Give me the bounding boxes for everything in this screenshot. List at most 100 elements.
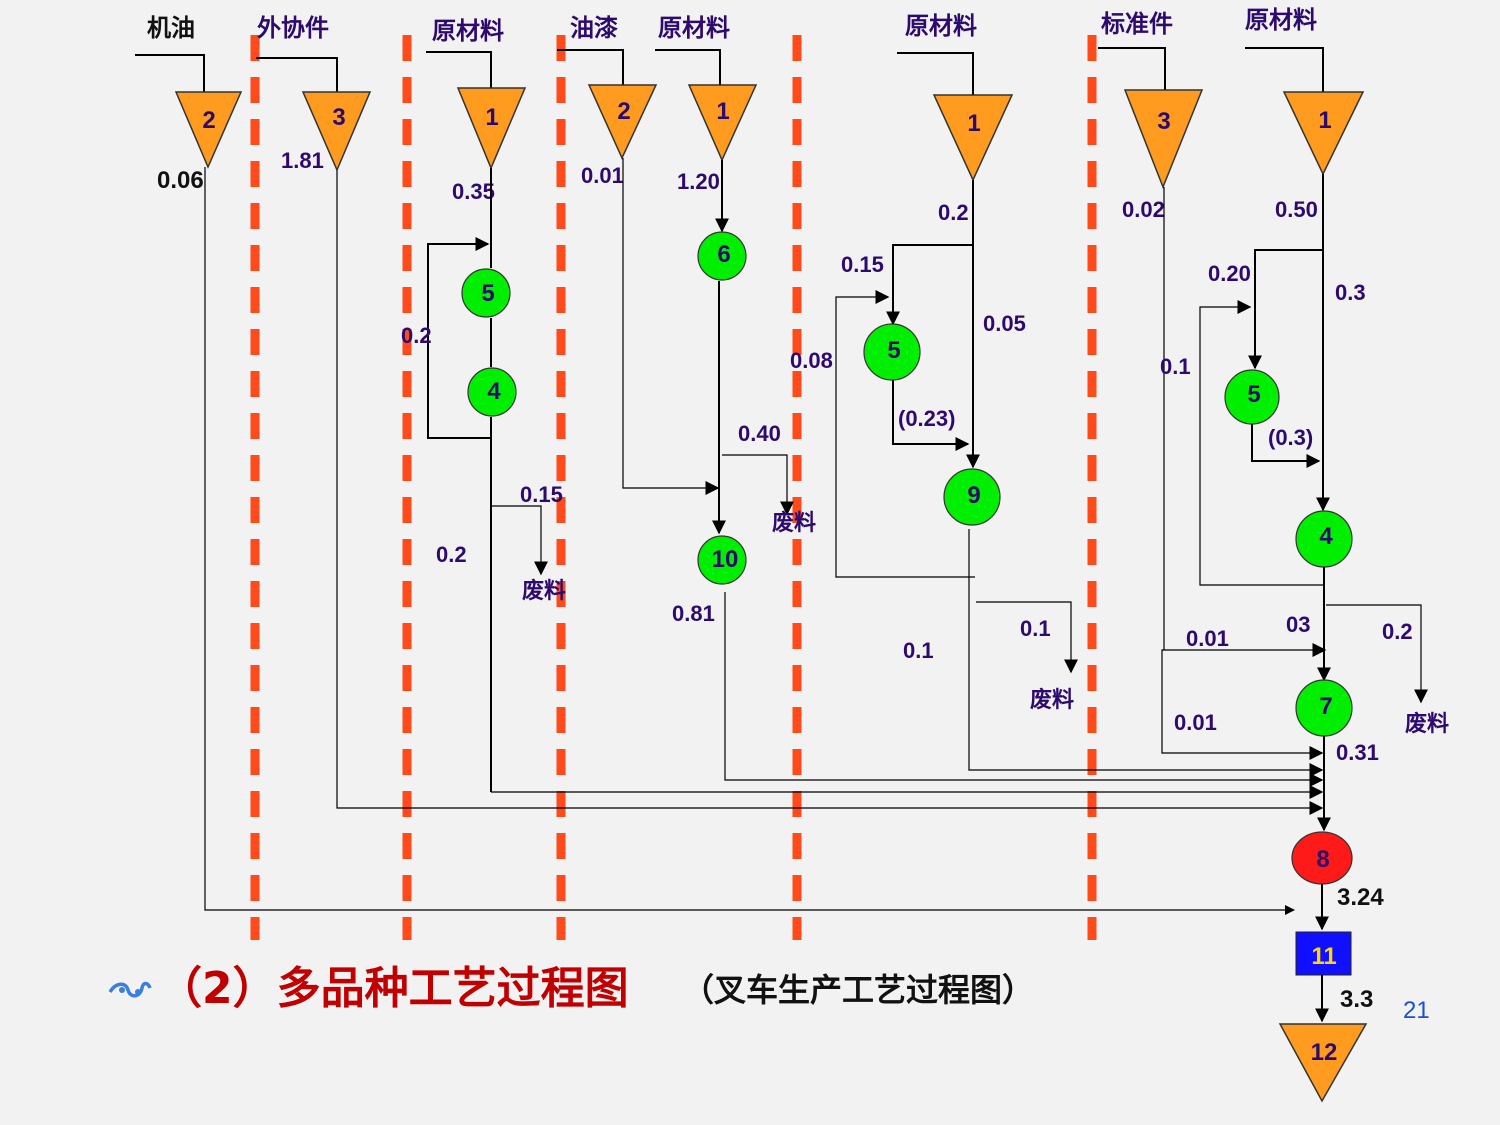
node-number: 6: [717, 241, 730, 268]
node-number: 4: [1319, 523, 1333, 550]
column-paint: 油漆 2 0.01: [557, 14, 720, 495]
branch-qty: 0.15: [841, 252, 884, 277]
waste-label: 废料: [1405, 711, 1449, 737]
rework-loop: [1199, 300, 1324, 586]
flow-line: [204, 167, 1295, 915]
to-op7-qty: 0.01: [1186, 626, 1229, 651]
to-assembly-qty: 0.01: [1174, 710, 1217, 735]
rework-loop: [427, 237, 492, 439]
flow-line: [622, 158, 720, 495]
operation-node: [697, 535, 747, 585]
branch-flow: [886, 244, 973, 326]
loop-qty: 0.08: [790, 348, 833, 373]
storage-node: [174, 91, 243, 169]
waste-branch: [976, 601, 1078, 674]
storage-node: [456, 87, 527, 170]
operation-node: [943, 468, 1001, 526]
node-number: 5: [887, 337, 900, 364]
waste-branch: [1326, 604, 1428, 704]
header-raw-material: 原材料: [658, 14, 730, 42]
node-number: 4: [487, 378, 501, 405]
out-qty: 0.31: [1336, 740, 1379, 765]
waste-branch: [491, 505, 548, 576]
flow-line: [892, 380, 970, 451]
out-qty: 0.1: [903, 638, 934, 663]
header-raw-material: 原材料: [905, 12, 977, 40]
qty-label: 1.20: [677, 169, 720, 194]
operation-node: [461, 268, 511, 318]
after-op-qty: (0.3): [1268, 425, 1313, 450]
straight-qty: 0.3: [1335, 280, 1366, 305]
operation-node: [697, 231, 747, 281]
node-number: 8: [1316, 846, 1329, 873]
storage-node: [932, 94, 1014, 182]
out-qty: 0.81: [672, 601, 715, 626]
caption-title: （2）多品种工艺过程图: [158, 963, 629, 1014]
storage-node: [687, 84, 758, 162]
waste-qty: 0.40: [738, 421, 781, 446]
waste-label: 废料: [522, 578, 566, 604]
waste-label: 废料: [772, 510, 816, 536]
inspection-node: [1295, 931, 1352, 976]
node-number: 1: [716, 98, 729, 125]
header-oil: 机油: [147, 14, 195, 42]
after-op-qty: (0.23): [898, 406, 955, 431]
branch-qty: 0.20: [1208, 261, 1251, 286]
storage-node: [301, 91, 372, 172]
caption-subtitle: （叉车生产工艺过程图）: [682, 971, 1034, 1009]
assembly-out-qty: 3.24: [1337, 884, 1384, 911]
column-raw-material-1: 原材料 1 0.35 5 4 0.2 0.15 废料 0.2: [401, 17, 1324, 799]
node-number: 11: [1311, 943, 1336, 970]
flow-line: [724, 592, 1324, 787]
waste-qty: 0.15: [520, 482, 563, 507]
qty-label: 0.2: [938, 200, 969, 225]
node-number: 3: [332, 104, 345, 131]
qty-label: 0.06: [157, 167, 204, 194]
loop-qty: 0.1: [1160, 354, 1191, 379]
column-raw-material-4: 原材料 1 0.50 0.20 0.3 5 (0.3) 4 0.1 03 0.2…: [1160, 6, 1449, 832]
straight-qty: 0.05: [983, 311, 1026, 336]
qty-label: 0.35: [452, 179, 495, 204]
header-paint: 油漆: [570, 14, 618, 42]
column-dividers: [250, 35, 1097, 940]
column-standard-parts: 标准件 3 0.02 0.01 0.01: [1098, 10, 1327, 760]
node-number: 1: [967, 110, 980, 137]
rework-loop: [835, 290, 975, 578]
node-number: 1: [485, 104, 498, 131]
column-raw-material-2: 原材料 1 1.20 6 10 0.40 废料 0.81: [655, 14, 1324, 787]
column-raw-material-3: 原材料 1 0.2 0.15 0.05 5 (0.23) 9 0.08 0.1 …: [790, 12, 1324, 777]
branch-flow: [1248, 249, 1323, 370]
waste-branch: [722, 454, 794, 516]
waste-label: 废料: [1030, 687, 1074, 713]
waste-qty: 0.2: [1382, 619, 1413, 644]
final-storage-node: [1278, 1023, 1368, 1103]
header-standard-parts: 标准件: [1101, 10, 1173, 38]
waste-qty: 0.1: [1020, 616, 1051, 641]
loop-qty: 0.2: [401, 323, 432, 348]
storage-node: [1282, 91, 1365, 176]
node-number: 7: [1319, 693, 1332, 720]
node-number: 5: [1247, 381, 1260, 408]
operation-node: [467, 367, 517, 417]
node-number: 12: [1311, 1039, 1338, 1066]
qty-label: 1.81: [281, 148, 324, 173]
flow-line: [1251, 424, 1321, 468]
column-outsourced: 外协件 3 1.81: [256, 14, 1324, 815]
out-qty: 0.2: [436, 542, 467, 567]
caption: （2）多品种工艺过程图 （叉车生产工艺过程图）: [108, 963, 1034, 1014]
after-op-qty: 03: [1286, 612, 1310, 637]
column-oil: 机油 2 0.06: [135, 14, 1295, 915]
header-raw-material: 原材料: [432, 17, 504, 45]
bullet-icon: [108, 981, 152, 998]
node-number: 10: [712, 546, 739, 573]
qty-label: 0.01: [581, 163, 624, 188]
inspection-out-qty: 3.3: [1340, 986, 1373, 1013]
qty-label: 0.50: [1275, 197, 1318, 222]
flow-line: [968, 529, 1324, 777]
header-raw-material: 原材料: [1245, 6, 1317, 34]
node-number: 1: [1318, 107, 1331, 134]
node-number: 5: [481, 280, 494, 307]
node-number: 3: [1157, 108, 1170, 135]
flow-line: [336, 170, 1324, 815]
